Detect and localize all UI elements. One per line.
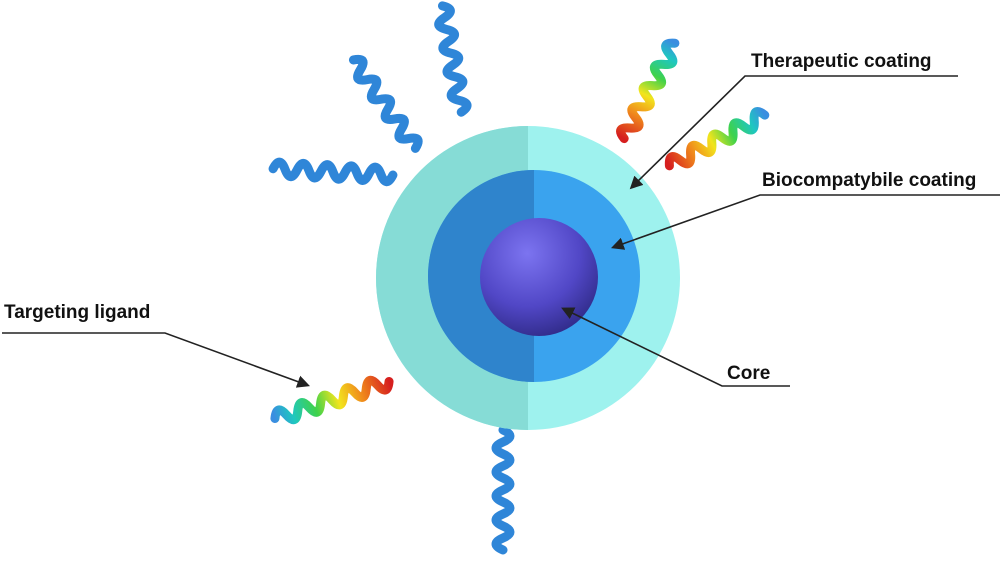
leader-therapeutic	[629, 75, 958, 190]
helix-blue-bottom	[491, 425, 515, 555]
helix-blue-top-left	[348, 54, 423, 153]
leader-ligand	[2, 332, 311, 388]
helix-rainbow-right-1	[616, 38, 680, 144]
helix-rainbow-left	[270, 375, 394, 425]
helix-blue-left	[268, 157, 398, 187]
label-therapeutic-coating: Therapeutic coating	[751, 51, 932, 72]
ligands	[268, 1, 770, 555]
nanoparticle	[376, 126, 680, 430]
helix-rainbow-right-2	[664, 107, 770, 171]
leader-lines	[2, 75, 1000, 388]
label-targeting-ligand: Targeting ligand	[4, 302, 151, 323]
leader-core	[561, 307, 790, 387]
label-core: Core	[727, 363, 771, 384]
leader-biocompatible	[610, 194, 1000, 250]
helix-blue-top	[434, 1, 472, 117]
label-biocompatible-coating: Biocompatybile coating	[762, 170, 977, 191]
core-sphere	[480, 218, 598, 336]
